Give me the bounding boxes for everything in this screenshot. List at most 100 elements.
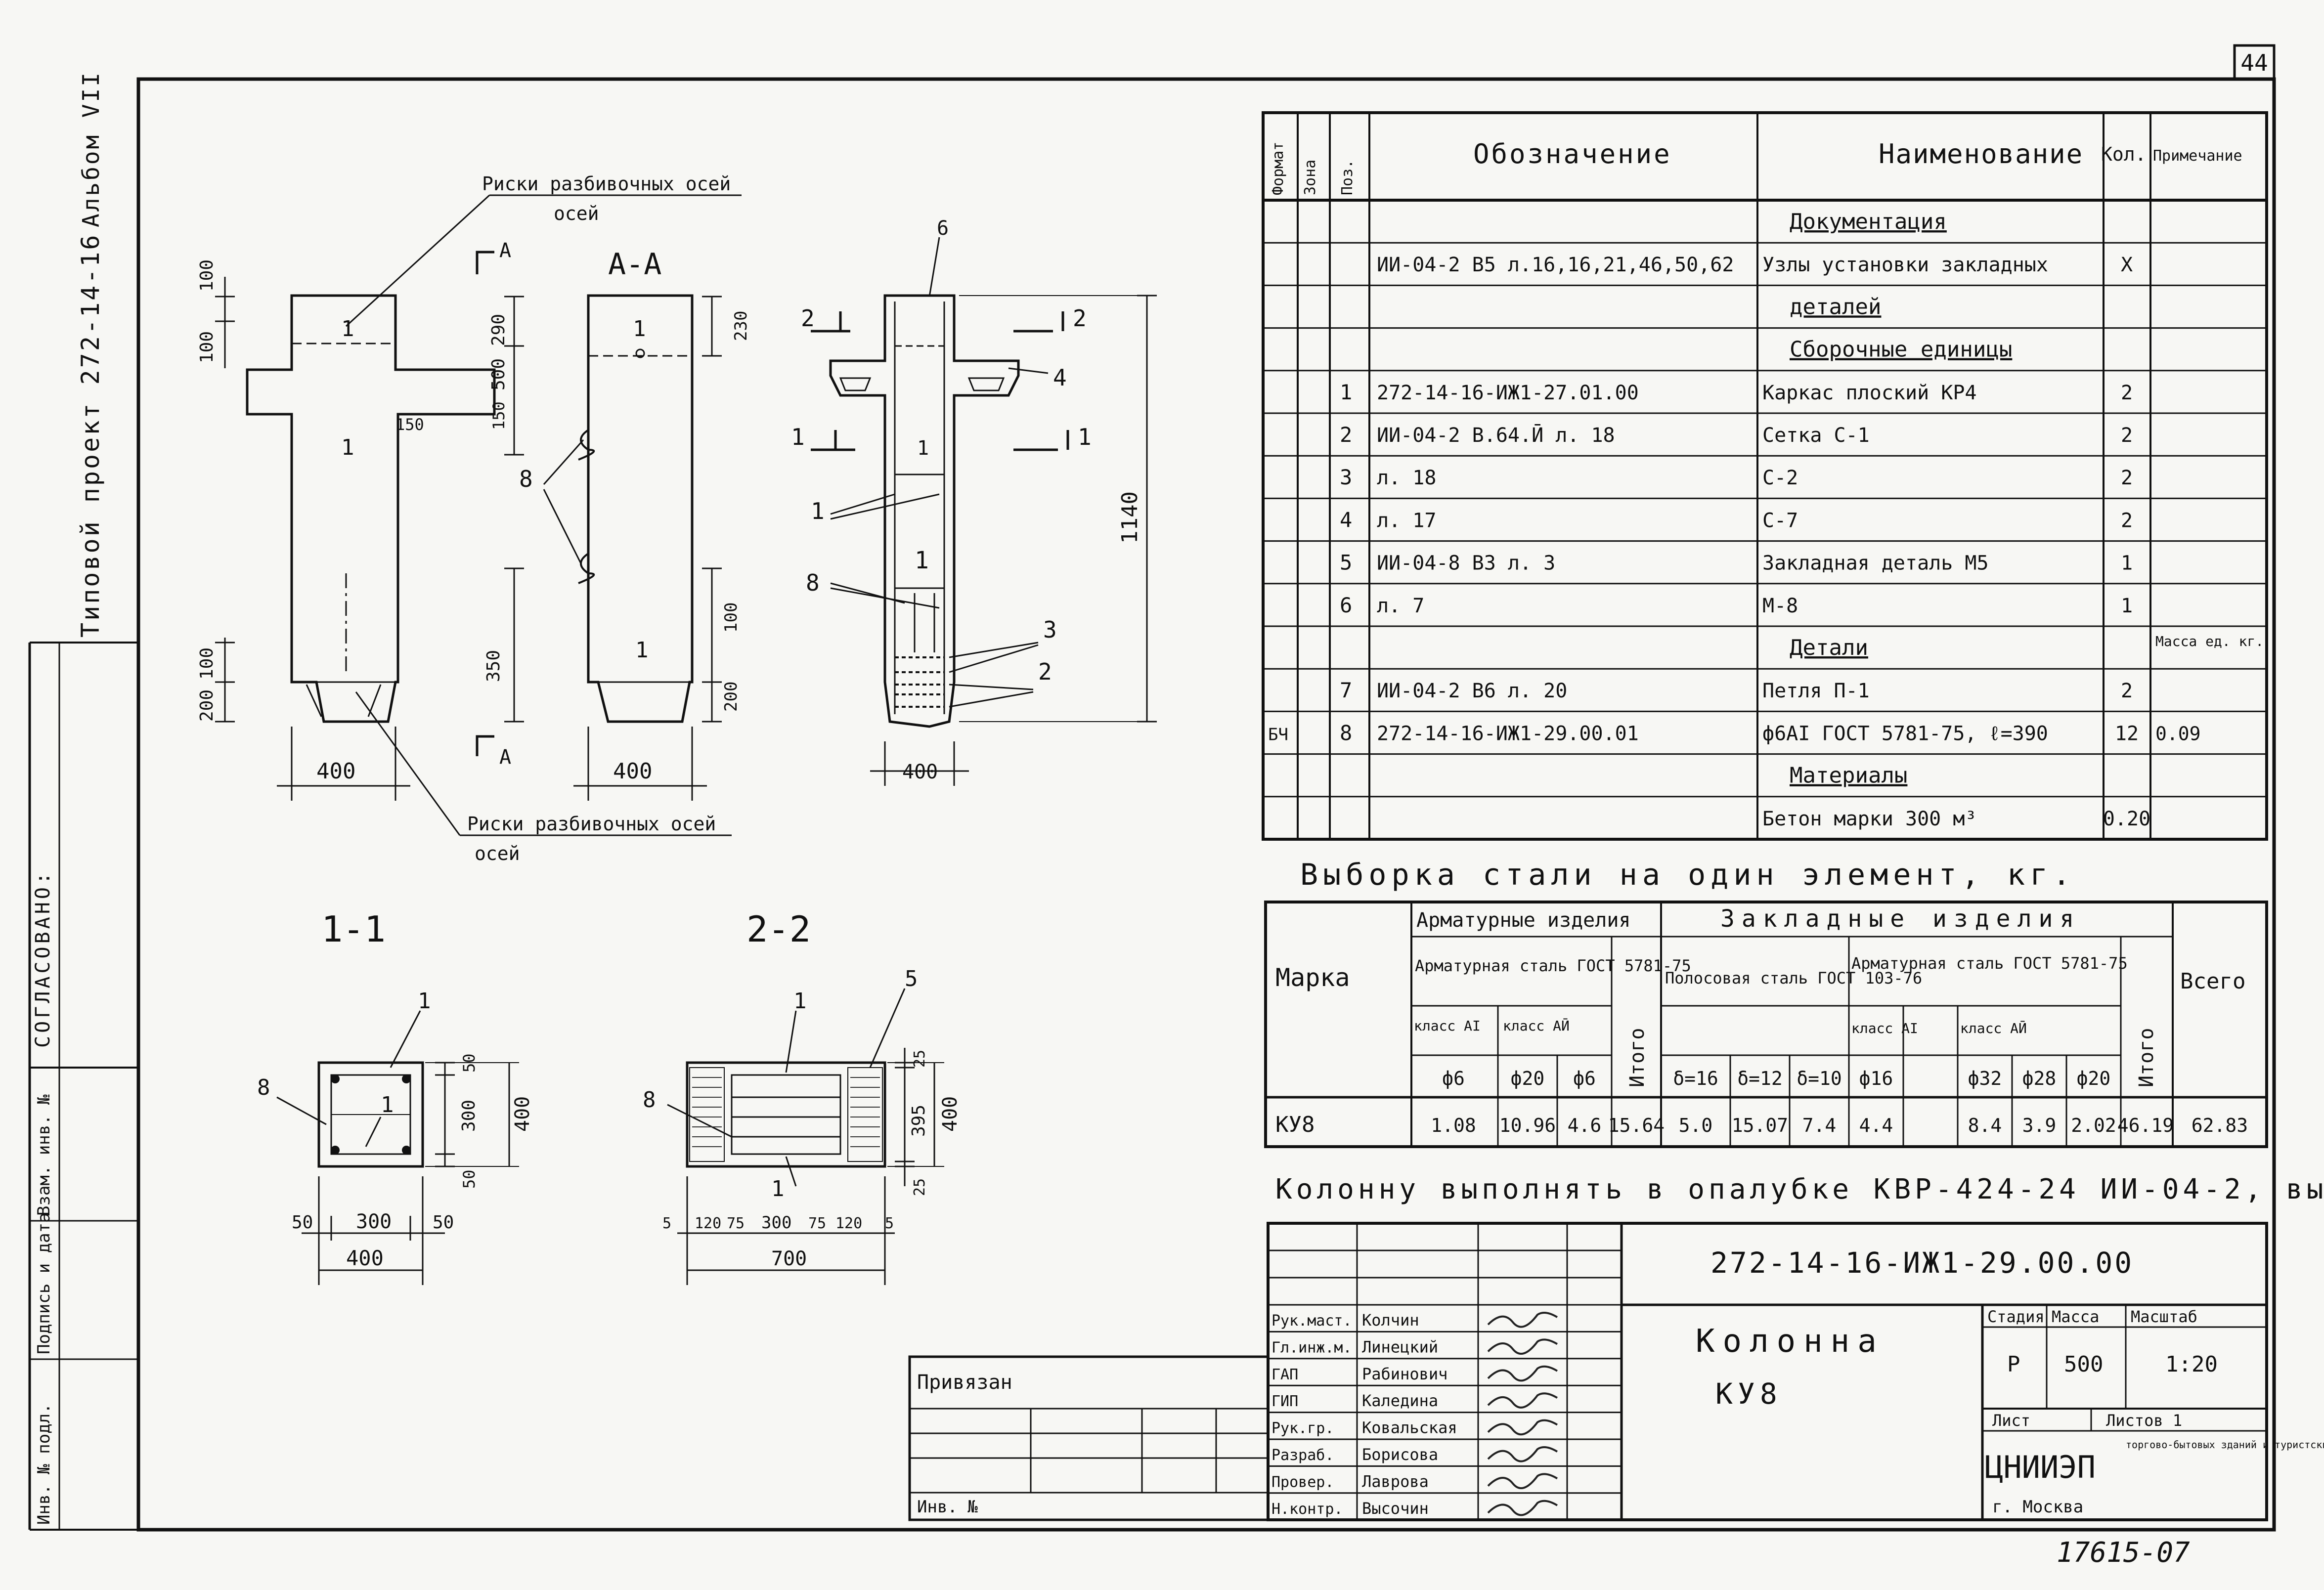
front-mark-1a: 1 — [341, 316, 354, 342]
org-city: г. Москва — [1992, 1497, 2083, 1517]
callout-3: 3 — [1043, 616, 1057, 643]
spec-qty: 1 — [2121, 552, 2133, 575]
s11-callout-1b: 1 — [381, 1092, 394, 1117]
spec-qty: 2 — [2121, 382, 2133, 404]
spec-pos: 1 — [1340, 380, 1352, 404]
s11-callout-1: 1 — [418, 988, 431, 1014]
spec-designation: л. 7 — [1377, 595, 1424, 617]
dim-22-700: 700 — [771, 1247, 807, 1270]
spec-designation: ИИ-04-2 В6 л. 20 — [1377, 680, 1567, 702]
spec-h-zone: Зона — [1302, 160, 1319, 195]
spec-section-heading: деталей — [1790, 294, 1881, 319]
spec-designation: ИИ-04-2 В5 л.16,16,21,46,50,62 — [1377, 254, 1734, 276]
steel-class-a1: класс АӀ — [1414, 1018, 1481, 1034]
scale-label: Масштаб — [2131, 1307, 2197, 1326]
spec-h-designation: Обозначение — [1473, 138, 1672, 170]
sheet-frame — [136, 77, 2276, 1532]
dim-22-300: 300 — [761, 1213, 791, 1233]
spec-name: Бетон марки 300 м³ — [1762, 808, 1976, 830]
dim-aa-230: 230 — [731, 311, 751, 341]
side-mark-1b: 1 — [915, 547, 929, 574]
spec-name: Узлы установки закладных — [1762, 254, 2048, 276]
formwork-note: Колонну выполнять в опалубке КВР-424-24 … — [1275, 1173, 2324, 1205]
steel-value: 4.6 — [1568, 1115, 1602, 1136]
dim-aa-200: 200 — [721, 682, 741, 712]
section-11-title: 1-1 — [321, 908, 386, 950]
spec-qty: Х — [2121, 254, 2133, 276]
sheet-label: Лист — [1992, 1411, 2030, 1430]
steel-class-a3-b: класс АӢ — [1960, 1020, 2027, 1036]
agreed-label: СОГЛАСОВАНО: — [32, 869, 54, 1048]
dim-22-25a: 25 — [911, 1050, 928, 1068]
axes-label-bottom: Риски разбивочных осей — [467, 813, 716, 835]
spec-pos: 7 — [1340, 678, 1352, 702]
aa-mark-1a: 1 — [633, 316, 646, 342]
sheet-number-box — [2233, 44, 2276, 81]
front-mark-1b: 1 — [341, 435, 354, 460]
cut-mark-2-right: 2 — [1073, 305, 1087, 332]
signature-mark — [1487, 1338, 1558, 1355]
bound-label: Привязан — [917, 1371, 1012, 1394]
dim-22-5b: 5 — [885, 1215, 894, 1232]
spec-pos: 5 — [1340, 551, 1352, 575]
steel-group-embedded: Закладные изделия — [1720, 905, 2081, 933]
steel-diameter: ф6 — [1442, 1068, 1465, 1089]
staff-name: Борисова — [1362, 1445, 1438, 1464]
spec-pos: 4 — [1340, 508, 1352, 532]
dim-f-200: 200 — [197, 689, 217, 722]
dim-side-400: 400 — [902, 761, 938, 783]
signature-mark — [1487, 1419, 1558, 1436]
side-strip: СОГЛАСОВАНО: Инв. № подл. Подпись и дата… — [28, 71, 138, 1531]
steel-itogo-1: Итого — [1626, 1028, 1649, 1087]
section-aa-title: А-А — [608, 247, 661, 282]
steel-value: 4.4 — [1859, 1115, 1893, 1136]
callout-8-side: 8 — [806, 569, 820, 596]
spec-h-note: Примечание — [2153, 147, 2242, 165]
spec-pos: 6 — [1340, 593, 1352, 617]
dim-22-400v: 400 — [939, 1096, 962, 1132]
spec-name: С-7 — [1762, 509, 1798, 532]
spec-name: Закладная деталь М5 — [1762, 552, 1989, 575]
spec-name: ф6АӀ ГОСТ 5781-75, ℓ=390 — [1762, 722, 2048, 745]
side-field-replace: Взам. инв. № — [34, 1094, 54, 1216]
spec-table: Формат Зона Поз. Обозначение Наименовани… — [1262, 111, 2268, 841]
dim-22-120b: 120 — [835, 1215, 862, 1232]
dim-aa-100: 100 — [721, 602, 741, 633]
callout-6: 6 — [937, 217, 949, 240]
staff-role: Гл.инж.м. — [1272, 1339, 1352, 1356]
spec-pos: 2 — [1340, 423, 1352, 447]
spec-name: Сетка С-1 — [1762, 424, 1870, 447]
steel-diameter: ф16 — [1859, 1068, 1893, 1089]
spec-section-heading: Документация — [1790, 209, 1947, 234]
s22-callout-1b: 1 — [771, 1176, 785, 1202]
dim-11-50d: 50 — [433, 1212, 454, 1233]
signature-mark — [1487, 1312, 1558, 1328]
spec-h-name: Наименование — [1879, 138, 2083, 170]
section-arrow-a-bottom: А — [499, 746, 511, 769]
dim-11-50b: 50 — [460, 1169, 479, 1189]
steel-value: 46.19 — [2117, 1115, 2174, 1136]
spec-designation: 272-14-16-ИЖ1-29.00.01 — [1377, 722, 1639, 745]
steel-rebar-steel: Арматурная сталь ГОСТ 5781-75 — [1415, 956, 1691, 975]
spec-grid — [1263, 113, 2267, 839]
staff-role: Рук.гр. — [1272, 1420, 1334, 1437]
steel-value: 15.07 — [1732, 1115, 1788, 1136]
steel-table-title: Выборка стали на один элемент, кг. — [1300, 858, 2075, 892]
dim-f-400: 400 — [316, 759, 355, 784]
steel-value: 10.96 — [1499, 1115, 1556, 1136]
dim-f-100b: 100 — [197, 331, 217, 363]
front-view — [215, 194, 742, 836]
spec-qty: 12 — [2115, 722, 2139, 745]
section-11-view — [276, 1010, 519, 1285]
steel-class-a1-b: класс АӀ — [1851, 1020, 1918, 1036]
steel-mark-header: Марка — [1275, 963, 1350, 992]
s22-callout-5: 5 — [905, 966, 918, 991]
dim-11-400v: 400 — [511, 1096, 534, 1132]
staff-name: Ковальская — [1362, 1418, 1457, 1437]
spec-name: Каркас плоский КР4 — [1762, 382, 1976, 404]
steel-value: 15.64 — [1608, 1115, 1665, 1136]
spec-note: 0.09 — [2155, 723, 2201, 744]
